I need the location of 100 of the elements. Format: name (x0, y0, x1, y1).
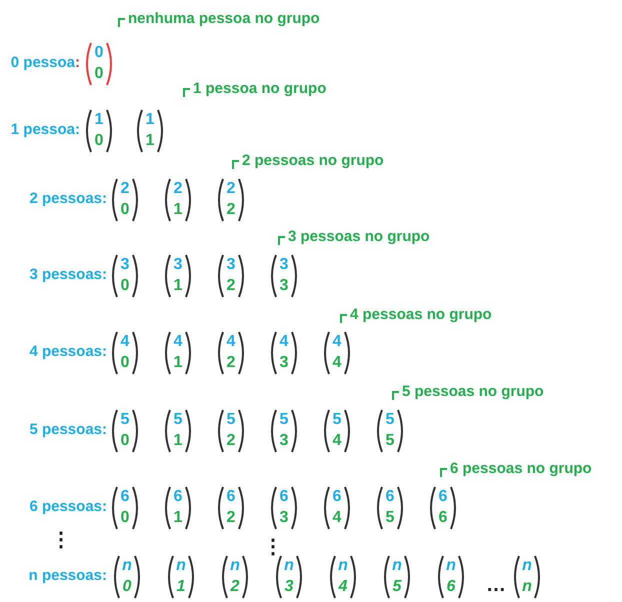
binomial-coefficient (163, 253, 193, 299)
lower-index: 0 (120, 276, 130, 296)
binomial-coefficient (110, 408, 140, 454)
binomial-coefficient (216, 177, 246, 223)
lower-index: 0 (122, 577, 132, 597)
upper-index: 6 (384, 487, 396, 507)
binomial-coefficient (269, 253, 299, 299)
lower-index: 1 (172, 431, 184, 451)
upper-index: 2 (172, 179, 184, 199)
binomial-coefficient (216, 485, 246, 531)
lower-index: 5 (384, 431, 396, 451)
lower-index: 4 (332, 431, 342, 451)
group-caption: nenhuma pessoa no grupo (128, 10, 320, 27)
lower-index: 3 (278, 276, 290, 296)
upper-index: 1 (94, 110, 104, 130)
group-caption: 4 pessoas no grupo (350, 306, 492, 323)
lower-index: 0 (120, 431, 130, 451)
binomial-coefficient (216, 253, 246, 299)
upper-index: 3 (172, 255, 184, 275)
upper-index: 4 (172, 332, 184, 352)
row-label: 0 pessoa: (10, 54, 80, 71)
binomial-coefficient (322, 330, 352, 376)
lower-index: 6 (446, 577, 456, 597)
lower-index: 2 (226, 353, 236, 373)
binomial-coefficient (375, 485, 405, 531)
lower-index: 2 (229, 577, 240, 597)
row-label: 3 pessoas: (29, 266, 107, 283)
row-label: 5 pessoas: (29, 421, 107, 438)
lower-index: 3 (278, 508, 290, 528)
upper-index: 5 (332, 410, 342, 430)
group-caption: 5 pessoas no grupo (402, 383, 544, 400)
binomial-coefficient (216, 408, 246, 454)
row-label: 2 pessoas: (29, 190, 107, 207)
binomial-coefficient (382, 554, 412, 600)
upper-index: 5 (278, 410, 290, 430)
upper-index: 1 (144, 110, 156, 130)
upper-index: 4 (278, 332, 290, 352)
lower-index: 1 (172, 508, 184, 528)
lower-index: 2 (226, 431, 236, 451)
row-label: 4 pessoas: (29, 343, 107, 360)
binomial-coefficient (220, 554, 250, 600)
binomial-coefficient (269, 408, 299, 454)
upper-index: 3 (120, 255, 130, 275)
upper-index: 6 (120, 487, 130, 507)
upper-index: 6 (332, 487, 342, 507)
lower-index: 1 (172, 353, 184, 373)
binomial-coefficient (163, 485, 193, 531)
binomial-coefficient (428, 485, 458, 531)
upper-index: 5 (226, 410, 236, 430)
group-caption: 6 pessoas no grupo (450, 460, 592, 477)
lower-index: 4 (337, 577, 348, 597)
lower-index: 3 (278, 431, 290, 451)
upper-index: n (283, 556, 295, 576)
lower-index: 1 (172, 276, 184, 296)
binomial-coefficient (436, 554, 466, 600)
binomial-coefficient (274, 554, 304, 600)
binomial-coefficient (322, 485, 352, 531)
upper-index: n (391, 556, 403, 576)
group-caption: 2 pessoas no grupo (242, 152, 384, 169)
group-caption: 3 pessoas no grupo (288, 228, 430, 245)
binomial-coefficient (322, 408, 352, 454)
upper-index: 0 (94, 43, 104, 63)
lower-index: 0 (94, 64, 104, 84)
lower-index: 0 (94, 131, 104, 151)
lower-index: 0 (120, 200, 130, 220)
lower-index: 4 (332, 508, 342, 528)
upper-index: n (229, 556, 241, 576)
lower-index: 0 (120, 353, 130, 373)
lower-index: 0 (120, 508, 130, 528)
upper-index: 3 (278, 255, 290, 275)
upper-index: 4 (226, 332, 236, 352)
upper-index: 5 (120, 410, 130, 430)
upper-index: 6 (226, 487, 236, 507)
lower-index: 1 (176, 577, 186, 597)
upper-index: n (121, 556, 133, 576)
lower-index: 2 (226, 276, 236, 296)
binomial-coefficient (216, 330, 246, 376)
binomial-coefficient (163, 177, 193, 223)
vertical-ellipsis: ⋮ (51, 530, 71, 550)
lower-index: 1 (172, 200, 184, 220)
lower-index: 4 (332, 353, 342, 373)
binomial-coefficient (166, 554, 196, 600)
binomial-coefficient (269, 330, 299, 376)
upper-index: n (175, 556, 187, 576)
binomial-coefficient (110, 330, 140, 376)
upper-index: n (337, 556, 349, 576)
lower-index: 2 (226, 200, 236, 220)
lower-index: 5 (392, 577, 402, 597)
lower-index: 3 (284, 577, 294, 597)
binomial-coefficient (163, 330, 193, 376)
row-label: 6 pessoas: (29, 498, 107, 515)
binomial-coefficient (328, 554, 358, 600)
upper-index: 6 (278, 487, 290, 507)
lower-index: 5 (384, 508, 396, 528)
row-label: 1 pessoa: (10, 121, 80, 138)
upper-index: 5 (384, 410, 396, 430)
binomial-coefficient (110, 253, 140, 299)
vertical-ellipsis: ⋮ (263, 537, 283, 557)
upper-index: 6 (438, 487, 448, 507)
upper-index: 2 (226, 179, 236, 199)
